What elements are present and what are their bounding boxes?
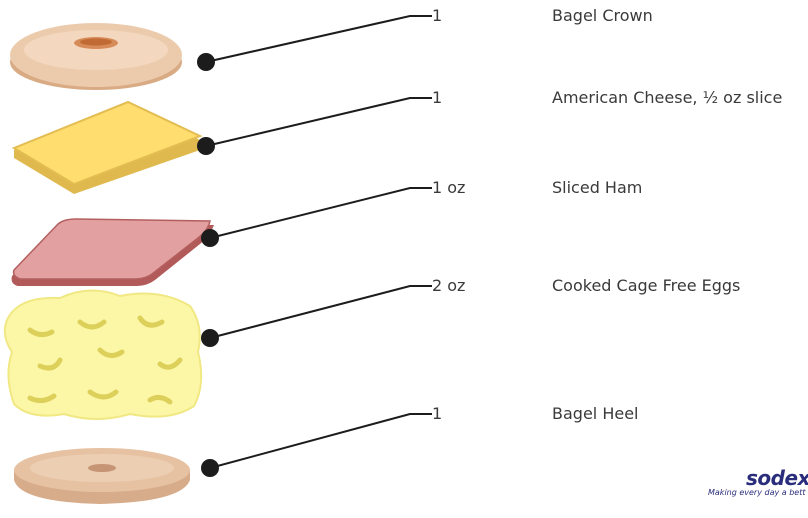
item-name: American Cheese, ½ oz slice: [552, 88, 782, 108]
item-name: Sliced Ham: [552, 178, 642, 198]
item-qty: 1: [432, 404, 442, 424]
cheese-slice-icon: [14, 102, 200, 194]
leader-line-1: [197, 16, 432, 71]
logo-wordmark: sodex: [746, 466, 808, 490]
item-qty: 1 oz: [432, 178, 465, 198]
leader-line-4: [201, 286, 432, 347]
leader-line-5: [201, 414, 432, 477]
sodexo-logo: sodex Making every day a bett: [708, 466, 808, 506]
scrambled-eggs-icon: [5, 290, 201, 419]
ham-slice-icon: [12, 219, 214, 286]
item-qty: 1: [432, 88, 442, 108]
logo-tagline: Making every day a bett: [708, 488, 805, 497]
item-qty: 2 oz: [432, 276, 465, 296]
bagel-crown-icon: [10, 23, 182, 90]
item-name: Cooked Cage Free Eggs: [552, 276, 740, 296]
leader-line-3: [201, 188, 432, 247]
item-name: Bagel Crown: [552, 6, 653, 26]
leader-line-2: [197, 98, 432, 155]
bagel-heel-icon: [14, 448, 190, 504]
item-qty: 1: [432, 6, 442, 26]
item-name: Bagel Heel: [552, 404, 638, 424]
